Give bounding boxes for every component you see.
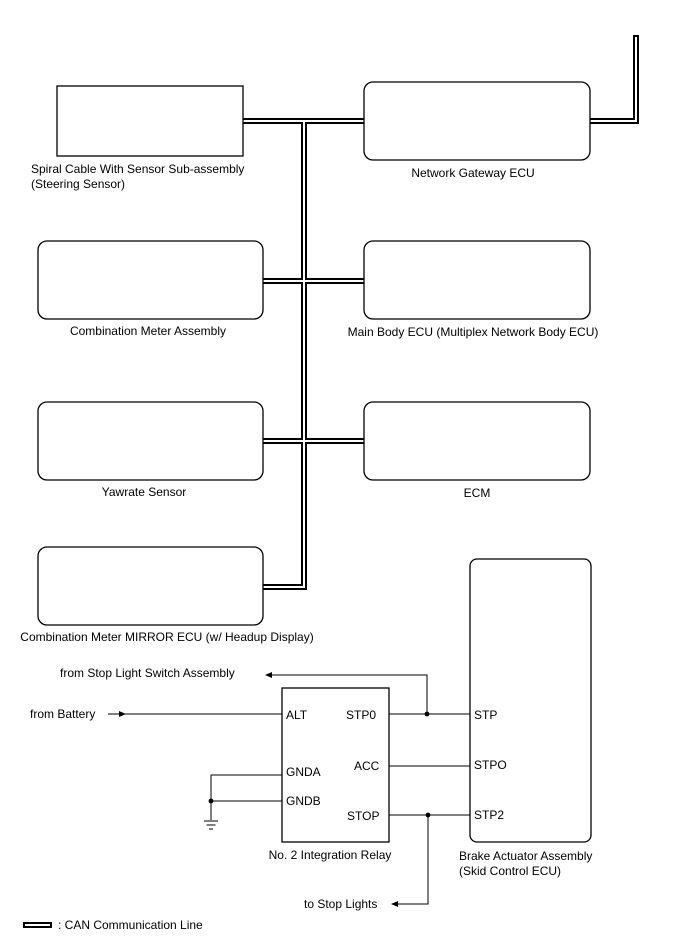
network-gateway-label: Network Gateway ECU xyxy=(411,166,534,180)
brake-actuator-sublabel: (Skid Control ECU) xyxy=(459,864,561,878)
junction-dot xyxy=(208,798,214,804)
brake-actuator-box xyxy=(469,558,592,843)
pin-stp2-label: STP2 xyxy=(474,808,504,822)
combination-meter-box xyxy=(37,240,264,320)
main-body-ecu-label: Main Body ECU (Multiplex Network Body EC… xyxy=(348,325,599,339)
yawrate-sensor-box xyxy=(37,401,264,481)
network-gateway-box xyxy=(363,81,591,161)
arrow-right-icon xyxy=(119,711,126,717)
signal-wires xyxy=(108,672,470,907)
integration-relay-label: No. 2 Integration Relay xyxy=(269,848,392,862)
from-stop-light-switch-label: from Stop Light Switch Assembly xyxy=(60,666,235,680)
pin-gnda-label: GNDA xyxy=(286,765,321,779)
spiral-cable-box xyxy=(56,85,244,157)
ecm-box xyxy=(363,401,591,481)
spiral-cable-label: Spiral Cable With Sensor Sub-assembly xyxy=(31,162,244,176)
pin-gndb-label: GNDB xyxy=(286,794,321,808)
can-bus xyxy=(240,35,639,590)
arrow-left-icon xyxy=(391,901,398,907)
pin-acc-label: ACC xyxy=(354,759,380,773)
pin-stp-label: STP xyxy=(474,708,497,722)
to-stop-lights-label: to Stop Lights xyxy=(304,897,377,911)
pin-stp0-label: STP0 xyxy=(346,708,376,722)
main-body-ecu-box xyxy=(363,240,591,320)
legend: : CAN Communication Line xyxy=(23,918,203,932)
pin-stpo-label: STPO xyxy=(474,758,507,772)
pin-alt-label: ALT xyxy=(286,708,308,722)
junction-dot xyxy=(424,711,430,717)
spiral-cable-sublabel: (Steering Sensor) xyxy=(31,177,125,191)
mirror-ecu-label: Combination Meter MIRROR ECU (w/ Headup … xyxy=(20,630,313,644)
from-battery-label: from Battery xyxy=(30,707,95,721)
integration-relay-box xyxy=(281,687,390,843)
ecm-label: ECM xyxy=(464,486,491,500)
yawrate-sensor-label: Yawrate Sensor xyxy=(102,485,187,499)
pin-stop-label: STOP xyxy=(347,809,379,823)
combination-meter-label: Combination Meter Assembly xyxy=(70,324,226,338)
mirror-ecu-box xyxy=(37,546,264,626)
legend-can-label: : CAN Communication Line xyxy=(58,918,203,932)
arrow-left-icon xyxy=(265,672,272,678)
ground-icon xyxy=(204,820,218,830)
brake-actuator-label: Brake Actuator Assembly xyxy=(459,849,592,863)
